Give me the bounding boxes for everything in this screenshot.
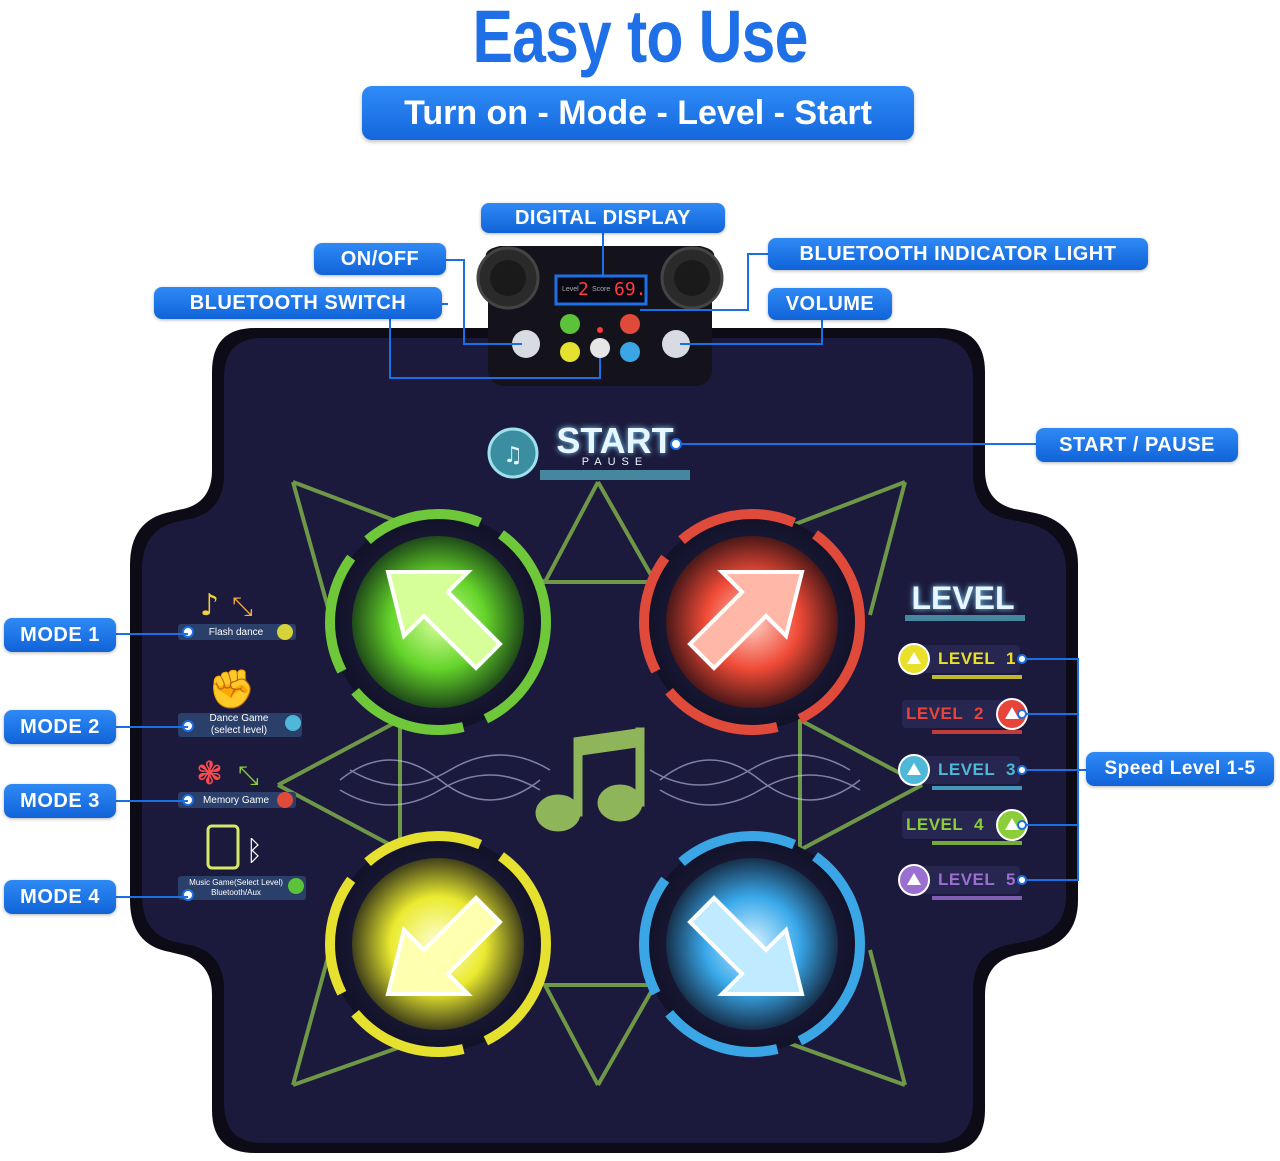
- volume-button[interactable]: [662, 330, 690, 358]
- level-5-number: 5: [1006, 870, 1016, 889]
- pad-down-right[interactable]: [639, 831, 865, 1057]
- display-right-label: Score: [592, 286, 611, 293]
- level-5-pill[interactable]: [902, 866, 1020, 894]
- fist-icon: ✊: [208, 667, 255, 712]
- music-notes-icon: ♪: [200, 588, 219, 623]
- triangle-icon: [907, 652, 921, 664]
- level-1-underline: [932, 675, 1022, 679]
- pause-text: PAUSE: [581, 456, 649, 468]
- bluetooth-indicator-light: [597, 327, 603, 333]
- mode4-chip: [178, 876, 306, 900]
- sound-waves: [339, 754, 861, 806]
- arrows-icon: ⤡: [232, 592, 253, 622]
- on-off-button[interactable]: [512, 330, 540, 358]
- mode3-chip: [178, 792, 296, 808]
- level-1-label: LEVEL: [938, 649, 996, 668]
- mode1-label: Flash dance: [208, 627, 264, 638]
- callout-lines: [116, 232, 1086, 898]
- level-heading: LEVEL: [911, 580, 1015, 616]
- level-pills: [898, 643, 1028, 900]
- start-pause-button[interactable]: ♫: [487, 427, 690, 480]
- display-left-value: 2: [578, 279, 589, 300]
- level-2-pill[interactable]: [902, 700, 1020, 728]
- bluetooth-switch-button[interactable]: [590, 338, 610, 358]
- level-4-underline: [932, 841, 1022, 845]
- triangle-icon: [1005, 818, 1019, 830]
- on-off-callout: ON/OFF: [314, 243, 446, 275]
- control-console: [476, 246, 724, 386]
- level-3-pill[interactable]: [902, 756, 1020, 784]
- mode2-label-line1: Dance Game: [209, 713, 269, 724]
- display-right-value: 69.: [614, 279, 647, 300]
- triangle-icon: [907, 763, 921, 775]
- bluetooth-switch-callout: BLUETOOTH SWITCH: [154, 287, 442, 319]
- level-1-number: 1: [1006, 649, 1016, 668]
- page-title: Easy to Use: [472, 0, 808, 78]
- start-text: START: [556, 420, 674, 461]
- level-2-underline: [932, 730, 1022, 734]
- mode2-callout: MODE 2: [4, 710, 116, 744]
- volume-callout: VOLUME: [768, 288, 892, 320]
- arrow-down-left-icon: [385, 895, 503, 996]
- level-5-label: LEVEL: [938, 870, 996, 889]
- pad-up-right[interactable]: [639, 509, 865, 735]
- level-4-number: 4: [974, 815, 984, 834]
- digital-display-screen: [554, 274, 648, 306]
- level-4-label: LEVEL: [906, 815, 964, 834]
- level-2-label: LEVEL: [906, 704, 964, 723]
- level-3-underline: [932, 786, 1022, 790]
- mode1-callout: MODE 1: [4, 618, 116, 652]
- bluetooth-indicator-callout: BLUETOOTH INDICATOR LIGHT: [768, 238, 1148, 270]
- steps-banner: Turn on - Mode - Level - Start: [362, 86, 914, 140]
- level-5-underline: [932, 896, 1022, 900]
- mode2-chip: [178, 713, 302, 737]
- mode-icons: ♪ ⤡ ✊ ❃ ⤡ ᛒ: [196, 588, 263, 870]
- level-1-pill[interactable]: [902, 645, 1020, 673]
- mode4-callout: MODE 4: [4, 880, 116, 914]
- note-icon: ♫: [503, 443, 523, 468]
- mode3-callout: MODE 3: [4, 784, 116, 818]
- arrows-icon-2: ⤡: [238, 761, 259, 791]
- display-left-label: Level: [562, 286, 579, 293]
- triangle-icon: [907, 873, 921, 885]
- music-note-icon: [535, 727, 645, 832]
- brain-icon: ❃: [196, 754, 223, 792]
- level-2-number: 2: [974, 704, 984, 723]
- triangle-icon: [1005, 707, 1019, 719]
- mode1-chip: [178, 624, 296, 640]
- start-pause-callout: START / PAUSE: [1036, 428, 1238, 462]
- bluetooth-icon: ᛒ: [246, 834, 263, 867]
- mode3-label: Memory Game: [202, 795, 270, 806]
- music-player-icon: [206, 824, 240, 870]
- mode4-label-line1: Music Game(Select Level): [189, 878, 283, 887]
- mode2-label-line2: (select level): [210, 725, 268, 736]
- arrow-down-right-icon: [687, 895, 805, 996]
- pad-down-left[interactable]: [325, 831, 551, 1057]
- digital-display-callout: DIGITAL DISPLAY: [481, 203, 725, 233]
- arrow-up-right-icon: [687, 570, 805, 671]
- mode4-label-line2: Bluetooth/Aux: [211, 888, 261, 897]
- speed-level-callout: Speed Level 1-5: [1086, 752, 1274, 786]
- arrow-up-left-icon: [385, 570, 503, 671]
- level-4-pill[interactable]: [902, 811, 1020, 839]
- level-3-number: 3: [1006, 760, 1016, 779]
- pad-up-left[interactable]: [325, 509, 551, 735]
- level-3-label: LEVEL: [938, 760, 996, 779]
